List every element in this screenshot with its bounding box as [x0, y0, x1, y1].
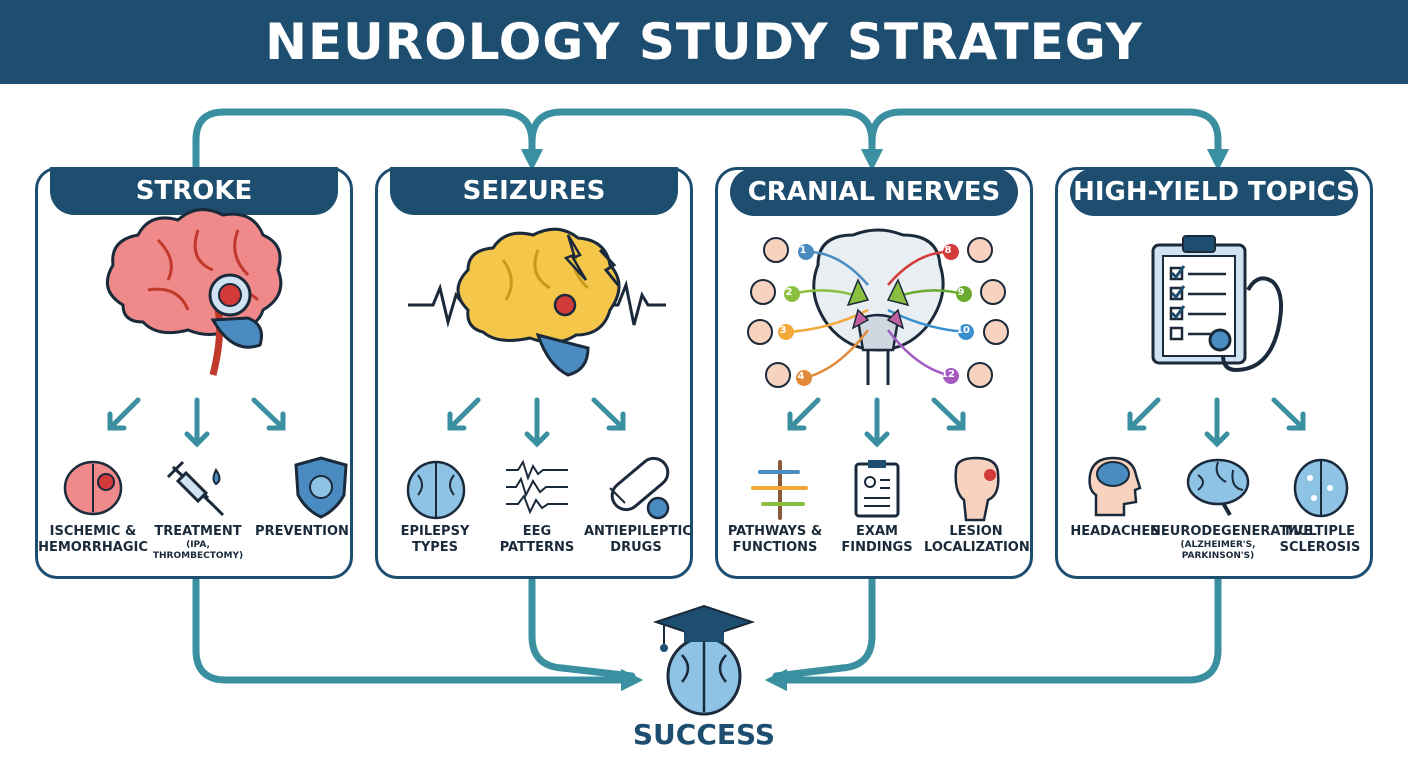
- checklist-stethoscope-icon: [1151, 235, 1284, 373]
- card-cranial-nerves: CRANIAL NERVES: [715, 167, 1033, 579]
- item-label-multiple-sclerosis: MULTIPLE SCLEROSIS: [1279, 524, 1361, 555]
- pill-icon: [609, 456, 670, 520]
- head-profile-icon: [1088, 456, 1142, 517]
- bottom-arrow-3: [772, 576, 876, 680]
- card-title-stroke: STROKE: [50, 167, 338, 215]
- card-stroke: STROKE ISCHEMIC &: [35, 167, 353, 579]
- nerve-number-9: 9: [958, 287, 965, 298]
- nerve-number-10: 10: [956, 325, 970, 336]
- item-label-pathways: PATHWAYS & FUNCTIONS: [727, 524, 823, 555]
- item-label-ischemic: ISCHEMIC & HEMORRHAGIC: [38, 524, 148, 555]
- success-label: SUCCESS: [632, 718, 776, 751]
- eeg-wave-icon: [506, 459, 568, 515]
- head-lesion-icon: [954, 456, 1000, 522]
- item-label-antiepileptic: ANTIEPILEPTIC DRUGS: [584, 524, 692, 555]
- signpost-icon: [751, 460, 808, 520]
- bottom-arrow-1: [192, 576, 644, 692]
- nerve-number-4: 4: [798, 371, 805, 382]
- brain-clot-icon: [63, 460, 123, 516]
- card-title-seizures: SEIZURES: [390, 167, 678, 215]
- brain-lightning-icon: [408, 227, 666, 377]
- title-banner: NEUROLOGY STUDY STRATEGY: [0, 0, 1408, 84]
- top-arrow-3: [868, 108, 1230, 172]
- nerve-number-2: 2: [786, 287, 793, 298]
- item-label-treatment: TREATMENT (IPA, THROMBECTOMY): [152, 524, 244, 561]
- card-title-cranial-nerves: CRANIAL NERVES: [730, 168, 1018, 216]
- card-title-high-yield: HIGH-YIELD TOPICS: [1070, 168, 1358, 216]
- item-label-eeg: EEG PATTERNS: [499, 524, 575, 555]
- item-label-epilepsy: EPILEPSY TYPES: [400, 524, 470, 555]
- page-title: NEUROLOGY STUDY STRATEGY: [265, 13, 1143, 71]
- bottom-arrow-2: [528, 576, 636, 680]
- nerve-number-12: 12: [941, 369, 955, 380]
- item-label-lesion: LESION LOCALIZATION: [924, 524, 1030, 555]
- item-label-headaches: HEADACHES: [1070, 524, 1160, 539]
- nerve-number-8: 8: [945, 245, 952, 256]
- brain-lesions-icon: [1293, 458, 1349, 518]
- syringe-icon: [166, 460, 225, 517]
- shield-icon: [294, 456, 348, 519]
- item-label-neurodegenerative: NEURODEGENERATIVE (ALZHEIMER'S, PARKINSO…: [1150, 524, 1313, 561]
- nerve-number-badges: [778, 244, 974, 386]
- nerve-number-1: 1: [800, 245, 807, 256]
- nerve-heads-left: [747, 237, 791, 388]
- brain-stroke-icon: [105, 208, 283, 376]
- brainstem-nerves-icon: [785, 228, 969, 385]
- brain-icon: [406, 460, 466, 520]
- item-label-exam: EXAM FINDINGS: [841, 524, 913, 555]
- nerve-heads-right: [967, 237, 1009, 388]
- card-high-yield: HIGH-YIELD TOPICS: [1055, 167, 1373, 579]
- item-label-prevention: PREVENTION: [255, 524, 349, 539]
- card-seizures: SEIZURES: [375, 167, 693, 579]
- bottom-arrow-4: [764, 576, 1222, 692]
- clipboard-icon: [854, 460, 900, 518]
- nerve-number-3: 3: [780, 325, 787, 336]
- brain-side-icon: [1186, 458, 1250, 517]
